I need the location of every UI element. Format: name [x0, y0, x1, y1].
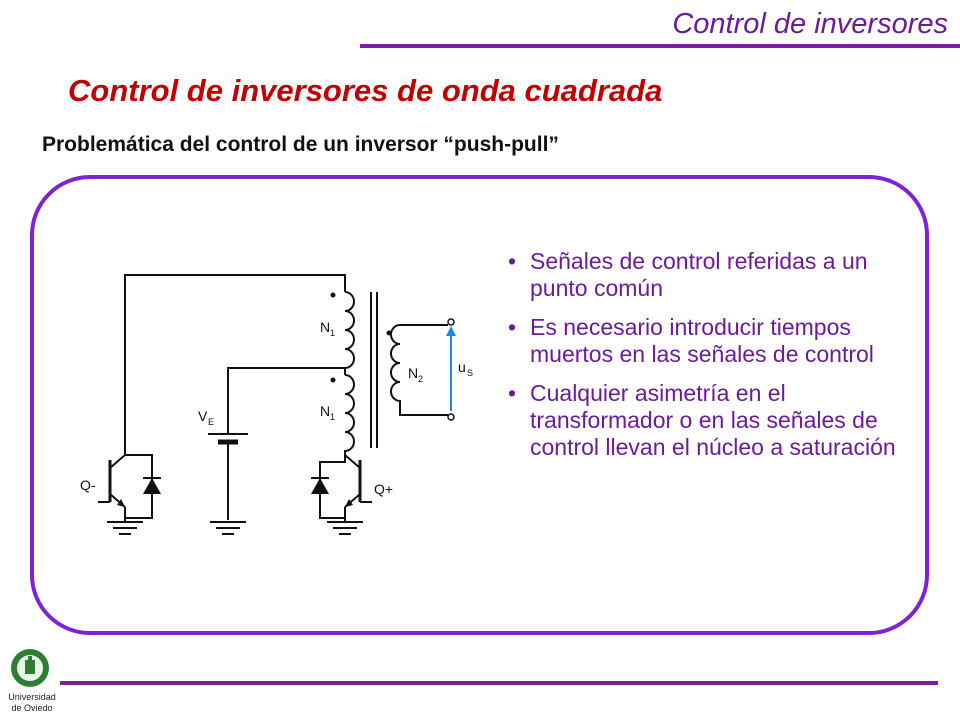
- bullet-marker: •: [508, 380, 517, 406]
- bullet-text: Cualquier asimetría en el transformador …: [530, 380, 896, 460]
- transformer-core: [370, 292, 378, 448]
- label-n2: N: [408, 365, 418, 381]
- polarity-dot-mid: [330, 377, 336, 383]
- university-logo-text: Universidad de Oviedo: [7, 692, 57, 714]
- logo-text-line2: de Oviedo: [11, 703, 53, 713]
- label-n1-bottom: N: [320, 403, 330, 419]
- q-plus-diode-loop: [319, 455, 346, 519]
- bullet-text: Señales de control referidas a un punto …: [530, 248, 868, 301]
- slide-subtitle: Problemática del control de un inversor …: [42, 133, 559, 156]
- footer-divider: [60, 681, 938, 685]
- logo-text-line1: Universidad: [8, 692, 56, 702]
- label-n1-top-sub: 1: [330, 328, 335, 338]
- q-minus-leads: [109, 454, 126, 508]
- header-title: Control de inversores: [672, 8, 948, 40]
- header-divider: [360, 44, 960, 48]
- label-n1-top: N: [320, 319, 330, 335]
- bullet-marker: •: [508, 248, 517, 274]
- slide-title: Control de inversores de onda cuadrada: [68, 73, 663, 108]
- wire-top: [124, 274, 346, 445]
- bullet-text: Es necesario introducir tiempos muertos …: [530, 314, 874, 367]
- polarity-dot-secondary: [386, 330, 392, 336]
- bullet-item: • Señales de control referidas a un punto…: [508, 248, 928, 302]
- ground-q-minus: [107, 518, 143, 535]
- label-ve-sub: E: [208, 417, 214, 427]
- label-us-sub: S: [467, 368, 473, 378]
- ground-q-plus: [327, 507, 363, 535]
- q-minus-diode: [143, 478, 161, 494]
- wire-center-tap: [227, 367, 345, 410]
- university-logo-icon: [11, 649, 49, 687]
- terminal-bottom: [447, 413, 455, 421]
- q-minus-emitter-arrow: [117, 499, 125, 507]
- ground-ve: [210, 521, 246, 535]
- bullet-list: • Señales de control referidas a un punto…: [508, 248, 928, 473]
- secondary-winding: [390, 324, 408, 416]
- us-arrow-head: [446, 326, 456, 336]
- secondary-leads: [408, 324, 448, 416]
- q-plus-emitter-arrow: [345, 499, 353, 507]
- label-us: u: [458, 359, 466, 375]
- label-q-minus: Q-: [80, 477, 96, 493]
- q-plus-diode: [311, 478, 329, 494]
- primary-winding-top: [344, 291, 355, 375]
- bullet-item: • Es necesario introducir tiempos muertos…: [508, 314, 928, 368]
- bullet-item: • Cualquier asimetría en el transformador…: [508, 380, 928, 461]
- label-q-plus: Q+: [374, 481, 393, 497]
- terminal-top: [447, 318, 455, 326]
- q-plus-leads: [344, 454, 361, 508]
- primary-winding-bottom: [344, 374, 355, 455]
- label-ve: V: [198, 408, 208, 424]
- content-panel: [30, 175, 929, 635]
- bullet-marker: •: [508, 314, 517, 340]
- polarity-dot-top: [330, 292, 336, 298]
- label-n2-sub: 2: [418, 374, 423, 384]
- label-n1-bottom-sub: 1: [330, 412, 335, 422]
